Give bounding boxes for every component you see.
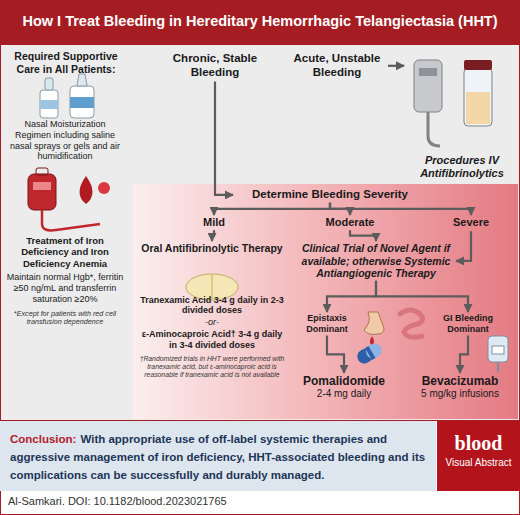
pomalidomide-box: Pomalidomide2-4 mg daily [296,374,392,400]
procedures-box: Procedures IV Antifibrinolytics [406,50,518,180]
flow-arrow [388,65,404,67]
capsule-icon [355,341,385,366]
conclusion-box-text: Conclusion: [10,433,76,445]
chronic-box-text: Chronic, Stable Bleeding [166,52,264,80]
severity-heading: Determine Bleeding Severity [235,188,425,202]
oral-therapy-box-text: Oral Antifibrinolytic Therapy [138,242,286,255]
oral-therapy-box-text: Tranexamic Acid 3-4 g daily in 2-3 divid… [138,295,286,317]
bevacizumab-box-text: Bevacizumab [408,374,512,388]
oral-therapy-box-text: ε-Aminocaproic Acid† 3-4 g daily in 3-4 … [138,329,286,351]
supportive-care-panel: Required Supportive Care in All Patients… [3,47,129,419]
severity-heading-text: Determine Bleeding Severity [235,188,425,202]
capsule-icon [365,346,375,360]
infusion-bag-icon [488,336,508,372]
page-ground [1,45,520,421]
gi-label: GI Bleeding Dominant [428,313,508,335]
transfusion-icon [28,168,110,230]
infusion-bag-icon [497,362,499,372]
nasal-care-box: Nasal Moisturization Regimen including s… [7,119,123,162]
flow-arrow [327,281,376,312]
mild-label: Mild [186,216,242,229]
flow-arrow [330,203,471,215]
systemic-therapy-box-text: Clinical Trial of Novel Agent if availab… [298,242,454,280]
journal-logo-text: blood [441,431,516,455]
transfusion-icon [28,174,56,210]
procedures-box-text: Procedures IV Antifibrinolytics [406,154,518,180]
journal-logo-text: Visual Abstract [441,457,516,469]
iron-care-box-text: Treatment of Iron Deficiency and Iron De… [6,235,124,269]
doi-citation: Al-Samkari. DOI: 10.1182/blood.202302176… [8,495,428,508]
flow-arrow [460,336,468,373]
nasal-spray-icon [70,97,94,108]
iron-care-box-text: *Except for patients with red cell trans… [6,310,124,327]
nasal-spray-icon [45,78,53,90]
nasal-spray-icon [40,74,94,118]
systemic-therapy-box: Clinical Trial of Novel Agent if availab… [298,242,454,280]
severe-label: Severe [443,216,499,229]
title-band: How I Treat Bleeding in Hereditary Hemor… [6,0,514,44]
flow-arrow [212,230,214,241]
nasal-spray-icon [40,100,58,109]
oral-therapy-box: Oral Antifibrinolytic TherapyTranexamic … [138,242,286,379]
gi-label-text: GI Bleeding Dominant [428,313,508,335]
moderate-label-text: Moderate [312,216,388,229]
diagram-title: How I Treat Bleeding in Hereditary Hemor… [22,13,497,30]
supportive-care-panel-text: Required Supportive Care in All Patients… [7,50,125,75]
mild-label-text: Mild [186,216,242,229]
page-ground [133,184,518,419]
oral-therapy-box-text: -or- [138,317,286,328]
nose-icon [364,312,384,335]
capsule-icon [355,341,385,366]
transfusion-icon [33,182,51,190]
conclusion-box: Conclusion:With appropriate use of off-l… [0,421,436,491]
procedure-icons [464,68,492,126]
flow-arrow [215,82,233,195]
infusion-bag-icon [492,346,504,354]
nasal-spray-icon [70,86,94,118]
flow-arrow [350,230,376,241]
transfusion-icon [36,168,48,175]
procedure-icons [428,112,440,146]
iron-care-box-text: Maintain normal Hgb*, ferritin ≥50 ng/mL… [6,272,124,304]
iron-care-box: Treatment of Iron Deficiency and Iron De… [6,235,124,327]
flow-arrow [327,336,344,373]
bevacizumab-box-text: 5 mg/kg infusions [408,388,512,400]
acute-box-text: Acute, Unstable Bleeding [288,52,386,80]
intestine-icon [400,310,423,337]
chronic-box: Chronic, Stable Bleeding [166,52,264,80]
nasal-spray-icon [77,74,87,86]
intestine-icon [400,310,423,337]
oral-therapy-box-text: †Randomized trials in HHT were performed… [138,355,286,379]
flow-arrow [456,231,471,261]
pomalidomide-box-text: 2-4 mg daily [296,388,392,400]
procedure-icons [414,60,492,146]
procedure-icons [464,60,492,70]
transfusion-icon [98,182,110,194]
severe-label-text: Severe [443,216,499,229]
flow-arrow [376,281,468,312]
pomalidomide-box-text: Pomalidomide [296,374,392,388]
journal-logo: bloodVisual Abstract [437,421,520,491]
nasal-care-box-text: Nasal Moisturization Regimen including s… [7,119,123,162]
bevacizumab-box: Bevacizumab5 mg/kg infusions [408,374,512,400]
epistaxis-label-text: Epistaxis Dominant [296,313,358,335]
procedure-icons [414,60,442,112]
capsule-icon [363,341,384,361]
page-ground [0,0,520,44]
nose-icon [364,312,384,346]
epistaxis-label: Epistaxis Dominant [296,313,358,335]
transfusion-icon [80,176,93,204]
transfusion-icon [42,210,100,230]
acute-box: Acute, Unstable Bleeding [288,52,386,80]
procedure-icons [419,68,437,76]
moderate-label: Moderate [312,216,388,229]
nasal-spray-icon [40,90,58,118]
infusion-bag-icon [488,336,508,362]
flow-arrow [214,203,330,215]
procedure-icons [466,92,490,124]
